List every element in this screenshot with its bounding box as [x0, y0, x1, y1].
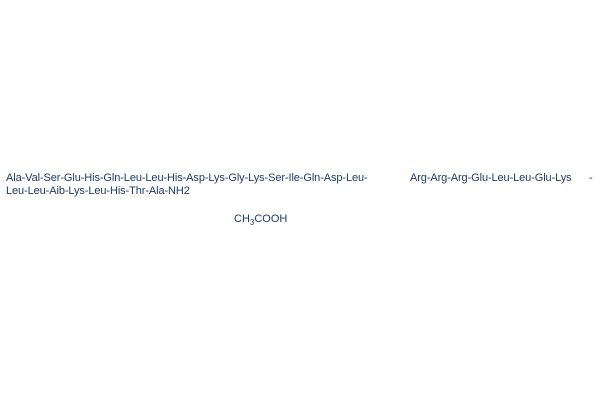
salt-formula-prefix: CH [234, 213, 250, 225]
sequence-line-1-continuation-dash: - [589, 172, 593, 184]
sequence-line-2: Leu-Leu-Aib-Lys-Leu-His-Thr-Ala-NH2 [6, 185, 190, 197]
sequence-line-1-left: Ala-Val-Ser-Glu-His-Gln-Leu-Leu-His-Asp-… [6, 172, 368, 184]
sequence-line-1-right: Arg-Arg-Arg-Glu-Leu-Leu-Glu-Lys [410, 172, 572, 184]
salt-formula-suffix: COOH [254, 213, 288, 225]
salt-formula-subscript: 3 [249, 218, 255, 227]
acetate-salt-formula: CH3COOH [234, 213, 288, 227]
